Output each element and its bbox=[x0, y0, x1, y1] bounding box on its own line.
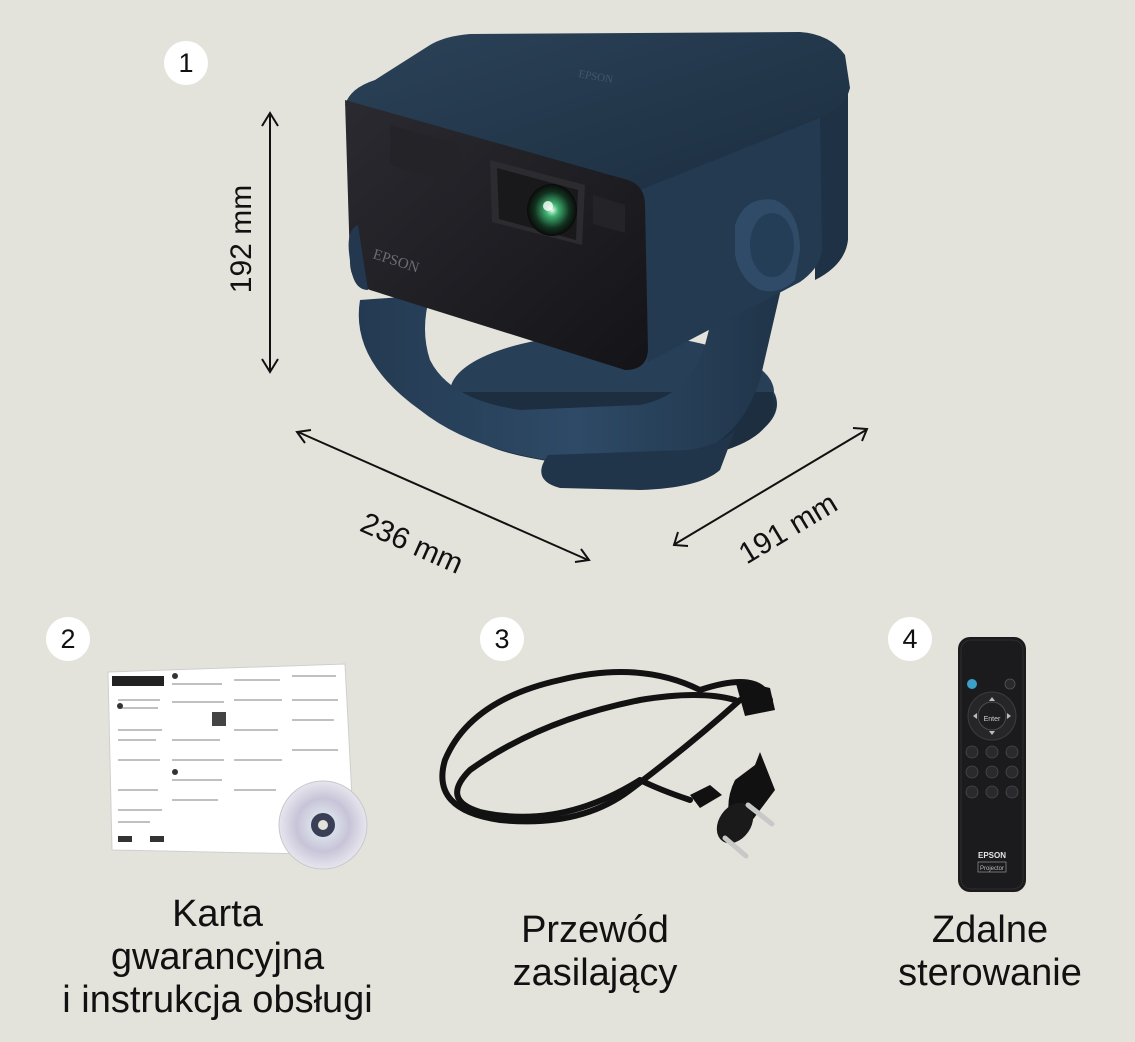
caption-line: Karta bbox=[172, 893, 263, 935]
badge-1: 1 bbox=[164, 41, 208, 85]
remote-logo: EPSON bbox=[978, 851, 1006, 860]
height-dimension-label: 192 mm bbox=[225, 184, 259, 294]
caption-line: gwarancyjna bbox=[110, 936, 325, 978]
remote-control-image bbox=[958, 637, 1026, 892]
remote-enter-label: Enter bbox=[984, 716, 1001, 723]
width-arrow bbox=[295, 429, 591, 563]
badge-number: 1 bbox=[178, 47, 194, 78]
projector-image bbox=[345, 32, 850, 490]
badge-number: 3 bbox=[494, 623, 510, 654]
badge-4: 4 bbox=[888, 617, 932, 661]
power-plug-image bbox=[690, 680, 775, 859]
caption-line: sterowanie bbox=[898, 952, 1082, 994]
depth-arrow bbox=[672, 427, 869, 547]
caption-line: i instrukcja obsługi bbox=[62, 979, 373, 1021]
badge-number: 2 bbox=[60, 623, 76, 654]
cd-disc-image bbox=[278, 780, 368, 870]
badge-2: 2 bbox=[46, 617, 90, 661]
power-cable-image bbox=[439, 669, 773, 825]
caption-line: Przewód bbox=[521, 909, 669, 951]
caption-remote: Zdalne sterowanie bbox=[860, 909, 1120, 995]
caption-line: Zdalne bbox=[931, 909, 1049, 951]
caption-power-cable: Przewód zasilający bbox=[455, 909, 735, 995]
badge-number: 4 bbox=[902, 623, 918, 654]
remote-sub-label: Projector bbox=[980, 866, 1004, 872]
caption-manual: Karta gwarancyjna i instrukcja obsługi bbox=[20, 893, 415, 1022]
caption-line: zasilający bbox=[512, 952, 678, 994]
height-arrow bbox=[261, 111, 279, 374]
projector-top-logo: EPSON bbox=[577, 68, 613, 86]
badge-3: 3 bbox=[480, 617, 524, 661]
